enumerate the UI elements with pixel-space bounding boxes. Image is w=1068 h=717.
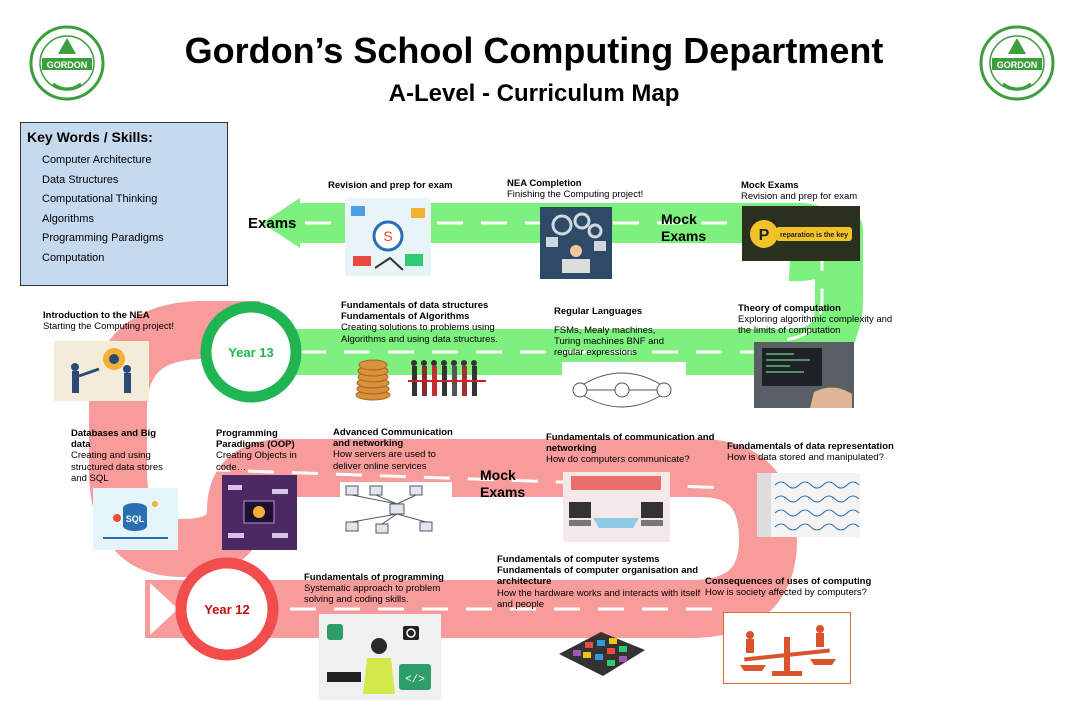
topic-title: Mock Exams <box>741 180 799 191</box>
svg-text:GORDON: GORDON <box>997 60 1038 70</box>
mock-exams-label-mid: Mock Exams <box>480 467 526 500</box>
intro-nea-image <box>54 341 149 401</box>
queue-image <box>408 355 486 405</box>
year13-marker <box>200 301 302 403</box>
sql-image: SQL <box>93 488 178 550</box>
topic-description: How is society affected by computers? <box>705 587 867 599</box>
topic-title: Fundamentals of communication and networ… <box>546 432 715 455</box>
topic-description: Creating and using structured data store… <box>71 450 163 484</box>
page-title: Gordon’s School Computing Department <box>184 30 884 71</box>
network-image <box>340 482 452 540</box>
svg-text:S: S <box>383 228 392 244</box>
topic-paradigms: Programming Paradigms (OOP) Creating Obj… <box>216 428 311 473</box>
topic-title: Programming Paradigms (OOP) <box>216 428 295 451</box>
topic-title: Fundamentals of data structures <box>341 300 489 311</box>
topic-fund-comm: Fundamentals of communication and networ… <box>546 432 716 466</box>
topic-consequences: Consequences of uses of computing How is… <box>705 576 895 598</box>
waveform-image <box>757 473 860 537</box>
topic-description: Exploring algorithmic complexity and the… <box>738 314 893 337</box>
topic-regular-languages-desc: FSMs, Mealy machines, Turing machines BN… <box>554 325 665 359</box>
school-crest-left-icon: GORDON <box>28 24 106 102</box>
pancakes-image <box>355 353 391 403</box>
topic-nea-completion: NEA Completion Finishing the Computing p… <box>507 178 677 200</box>
keyword-item: Algorithms <box>42 212 94 225</box>
exams-label: Exams <box>248 215 297 232</box>
topic-description: How the hardware works and interacts wit… <box>497 587 701 610</box>
topic-title: Theory of computation <box>738 303 841 314</box>
topic-title: Fundamentals of data representation <box>727 441 894 452</box>
topic-databases: Databases and Big data Creating and usin… <box>71 428 171 484</box>
topic-adv-comm: Advanced Communication and networking Ho… <box>333 427 463 472</box>
topic-data-rep: Fundamentals of data representation How … <box>727 441 917 463</box>
topic-title: NEA Completion <box>507 178 582 189</box>
topic-title: Databases and Big data <box>71 428 156 451</box>
fsm-image <box>562 362 686 418</box>
topic-description: How is data stored and manipulated? <box>727 452 884 464</box>
communication-image <box>563 472 670 542</box>
crest-text: GORDON <box>47 60 88 70</box>
topic-revision: Revision and prep for exam <box>328 180 488 191</box>
revision-image: S <box>345 198 431 276</box>
year13-label: Year 13 <box>228 345 274 360</box>
page-subtitle: A-Level - Curriculum Map <box>388 80 680 107</box>
keyword-item: Computer Architecture <box>42 154 152 166</box>
topic-title: Consequences of uses of computing <box>705 576 872 587</box>
topic-title: Advanced Communication and networking <box>333 427 453 450</box>
svg-text:</>: </> <box>405 674 425 686</box>
oop-image <box>222 475 297 550</box>
keyword-item: Programming Paradigms <box>42 232 164 245</box>
topic-description: Systematic approach to problem solving a… <box>304 583 441 606</box>
scales-image <box>723 612 851 684</box>
topic-description: Revision and prep for exam <box>741 191 858 203</box>
topic-title-2: Fundamentals of computer organisation an… <box>497 565 699 588</box>
preparation-key-image: P reparation is the key <box>742 206 860 261</box>
laptop-image <box>754 342 854 408</box>
keyword-item: Computation <box>42 251 105 264</box>
topic-title: Regular Languages <box>554 306 643 317</box>
year12-label: Year 12 <box>204 602 250 617</box>
topic-theory-computation: Theory of computation Exploring algorith… <box>738 303 898 337</box>
topic-intro-nea: Introduction to the NEA Starting the Com… <box>43 310 193 332</box>
topic-title: Fundamentals of programming <box>304 572 444 583</box>
topic-description: How do computers communicate? <box>546 454 690 466</box>
topic-fund-data-structures: Fundamentals of data structures Fundamen… <box>341 300 521 345</box>
topic-description: How servers are used to deliver online s… <box>333 449 436 472</box>
nea-completion-image <box>540 207 612 279</box>
keyword-item: Data Structures <box>42 173 119 186</box>
topic-description: Finishing the Computing project! <box>507 189 644 201</box>
school-crest-right-icon: GORDON <box>978 24 1056 102</box>
topic-description: Creating solutions to problems using Alg… <box>341 322 498 345</box>
topic-description: Starting the Computing project! <box>43 321 174 333</box>
programming-image: </> <box>319 614 441 700</box>
chip-image <box>549 620 655 688</box>
svg-text:P: P <box>759 227 770 244</box>
keyword-item: Computational Thinking <box>42 193 158 206</box>
topic-description: Creating Objects in code… <box>216 450 297 473</box>
topic-computer-systems: Fundamentals of computer systems Fundame… <box>497 554 712 610</box>
topic-regular-languages: Regular Languages <box>554 306 694 317</box>
topic-title: Introduction to the NEA <box>43 310 150 321</box>
topic-title: Fundamentals of computer systems <box>497 554 660 565</box>
topic-fund-programming: Fundamentals of programming Systematic a… <box>304 572 464 606</box>
keywords-box: Key Words / Skills: Computer Architectur… <box>20 122 228 286</box>
topic-title: Revision and prep for exam <box>328 180 453 191</box>
key-text: reparation is the key <box>780 232 848 239</box>
year12-marker <box>175 557 279 661</box>
topic-mock-exams: Mock Exams Revision and prep for exam <box>741 180 891 202</box>
keywords-title: Key Words / Skills: <box>27 129 153 145</box>
topic-title-2: Fundamentals of Algorithms <box>341 311 470 323</box>
svg-text:SQL: SQL <box>126 514 145 524</box>
mock-exams-label-top: Mock Exams <box>661 211 707 244</box>
